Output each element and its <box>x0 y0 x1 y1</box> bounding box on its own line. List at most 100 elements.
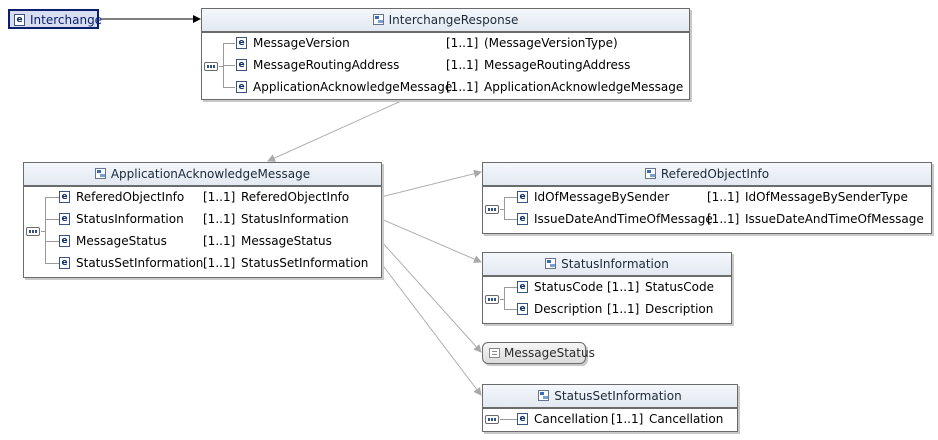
row-name: MessageRoutingAddress <box>253 58 400 72</box>
tree-line <box>500 299 504 300</box>
row-type: ApplicationAcknowledgeMessage <box>484 80 684 94</box>
element-icon: e <box>517 303 528 315</box>
row-type: IssueDateAndTimeOfMessage <box>745 212 924 226</box>
interchange-root-element[interactable]: e Interchange <box>8 9 103 29</box>
tree-line <box>45 197 46 264</box>
connector-appack-to-statusset <box>380 262 482 396</box>
row-name: ReferedObjectInfo <box>76 190 185 204</box>
tree-line <box>500 209 504 210</box>
sequence-icon[interactable] <box>485 295 499 304</box>
sequence-icon[interactable] <box>26 227 40 236</box>
interchange-response-header: InterchangeResponse <box>202 9 689 32</box>
connector-appack-to-refered <box>380 169 482 198</box>
row-name: MessageStatus <box>76 234 167 248</box>
simple-type-icon <box>489 348 500 358</box>
row-cardinality: [1..1] <box>446 80 479 94</box>
sequence-icon[interactable] <box>485 415 499 424</box>
row-type: Description <box>645 302 714 316</box>
tree-line <box>223 87 235 88</box>
tree-line <box>504 197 517 198</box>
row-cardinality: [1..1] <box>203 234 236 248</box>
row-name: StatusCode <box>534 280 603 294</box>
refered-object-info-box[interactable]: ReferedObjectInfo e IdOfMessageBySender … <box>482 162 932 234</box>
connector-appack-to-messagestatus <box>380 240 482 353</box>
row-cardinality: [1..1] <box>203 212 236 226</box>
row-type: ReferedObjectInfo <box>241 190 350 204</box>
row-cardinality: [1..1] <box>203 190 236 204</box>
row-name: IssueDateAndTimeOfMessage <box>534 212 713 226</box>
status-information-box[interactable]: StatusInformation e StatusCode [1..1] St… <box>482 252 732 324</box>
refered-object-info-title: ReferedObjectInfo <box>660 167 770 181</box>
row-cardinality: [1..1] <box>446 36 479 50</box>
application-acknowledge-message-title: ApplicationAcknowledgeMessage <box>110 167 311 181</box>
complex-type-icon <box>94 168 106 179</box>
element-icon: e <box>236 37 247 49</box>
tree-line <box>45 241 59 242</box>
row-cardinality: [1..1] <box>446 58 479 72</box>
row-cardinality: [1..1] <box>707 212 740 226</box>
element-icon: e <box>59 191 70 203</box>
tree-line <box>45 263 59 264</box>
message-status-title: MessageStatus <box>504 346 595 360</box>
row-type: StatusInformation <box>241 212 349 226</box>
row-cardinality: [1..1] <box>707 190 740 204</box>
element-icon: e <box>14 14 25 26</box>
application-acknowledge-message-header: ApplicationAcknowledgeMessage <box>24 163 381 186</box>
row-name: IdOfMessageBySender <box>534 190 670 204</box>
row-cardinality: [1..1] <box>607 302 640 316</box>
element-icon: e <box>236 81 247 93</box>
element-icon: e <box>517 191 528 203</box>
row-name: StatusInformation <box>76 212 184 226</box>
row-name: StatusSetInformation <box>76 256 204 270</box>
row-type: IdOfMessageBySenderType <box>745 190 908 204</box>
connector-appack-to-statusinfo <box>380 218 482 263</box>
connector-response-to-appack <box>267 96 411 162</box>
tree-line <box>504 197 505 220</box>
row-type: MessageStatus <box>241 234 332 248</box>
element-icon: e <box>517 413 528 425</box>
element-icon: e <box>59 257 70 269</box>
tree-line <box>41 231 45 232</box>
status-set-information-box[interactable]: StatusSetInformation e Cancellation [1..… <box>482 384 738 432</box>
sequence-icon[interactable] <box>204 62 218 71</box>
row-type: MessageRoutingAddress <box>484 58 631 72</box>
complex-type-icon <box>372 14 384 25</box>
row-type: StatusSetInformation <box>241 256 369 270</box>
tree-line <box>504 287 505 310</box>
refered-object-info-header: ReferedObjectInfo <box>483 163 931 186</box>
tree-line <box>504 287 517 288</box>
row-name: ApplicationAcknowledgeMessage <box>253 80 453 94</box>
tree-line <box>45 197 59 198</box>
tree-line <box>223 65 235 66</box>
row-cardinality: [1..1] <box>607 280 640 294</box>
complex-type-icon <box>644 168 656 179</box>
element-icon: e <box>517 213 528 225</box>
row-cardinality: [1..1] <box>203 256 236 270</box>
row-type: Cancellation <box>649 412 724 426</box>
status-set-information-title: StatusSetInformation <box>554 389 682 403</box>
tree-line <box>45 219 59 220</box>
complex-type-icon <box>545 258 557 269</box>
tree-line <box>219 66 223 67</box>
interchange-response-title: InterchangeResponse <box>388 13 519 27</box>
row-name: Description <box>534 302 603 316</box>
row-name: MessageVersion <box>253 36 350 50</box>
row-type: (MessageVersionType) <box>484 36 618 50</box>
element-icon: e <box>236 59 247 71</box>
row-type: StatusCode <box>645 280 714 294</box>
interchange-response-box[interactable]: InterchangeResponse e MessageVersion [1.… <box>201 8 690 100</box>
tree-line <box>223 43 235 44</box>
row-cardinality: [1..1] <box>611 412 644 426</box>
element-icon: e <box>59 213 70 225</box>
interchange-label: Interchange <box>30 13 103 27</box>
row-name: Cancellation <box>534 412 609 426</box>
element-icon: e <box>59 235 70 247</box>
element-icon: e <box>517 281 528 293</box>
status-information-header: StatusInformation <box>483 253 731 276</box>
message-status-box[interactable]: MessageStatus <box>482 342 595 364</box>
status-set-information-header: StatusSetInformation <box>483 385 737 408</box>
status-information-title: StatusInformation <box>561 257 669 271</box>
sequence-icon[interactable] <box>485 205 499 214</box>
application-acknowledge-message-box[interactable]: ApplicationAcknowledgeMessage e ReferedO… <box>23 162 382 278</box>
